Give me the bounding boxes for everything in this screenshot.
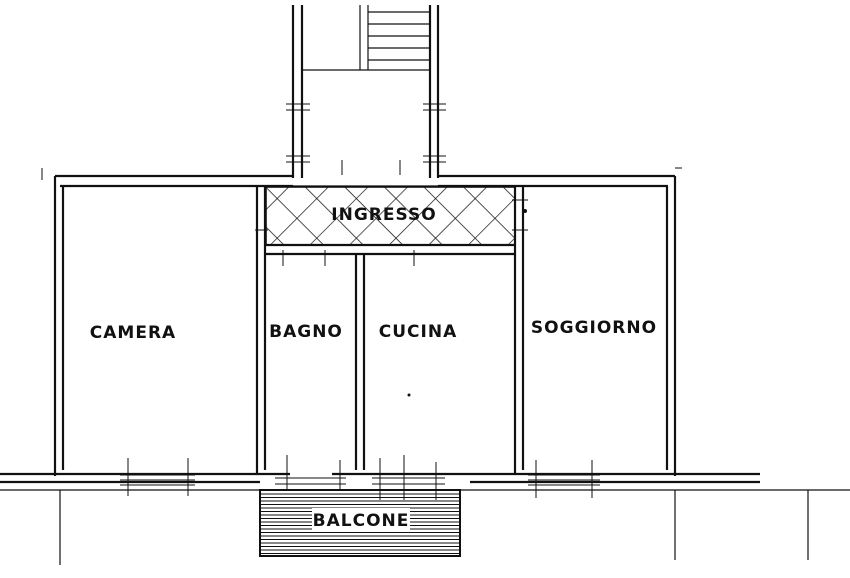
ingresso-hatch	[265, 186, 516, 246]
room-label-camera: CAMERA	[90, 323, 176, 343]
room-label-bagno: BAGNO	[269, 322, 343, 342]
room-label-ingresso: INGRESSO	[331, 205, 436, 225]
balcone-label-bg	[312, 508, 410, 530]
balcone-area	[259, 489, 461, 557]
window-soggiorno	[528, 460, 600, 498]
room-label-cucina: CUCINA	[379, 322, 457, 342]
door-bagno-balcone	[275, 455, 346, 490]
door-cucina-balcone	[372, 455, 445, 500]
staircase	[286, 5, 446, 178]
speck	[523, 209, 527, 213]
room-label-balcone: BALCONE	[313, 511, 410, 531]
window-camera	[120, 458, 195, 496]
speck	[407, 393, 411, 397]
bottom-walls	[0, 455, 850, 565]
room-label-soggiorno: SOGGIORNO	[531, 318, 657, 338]
